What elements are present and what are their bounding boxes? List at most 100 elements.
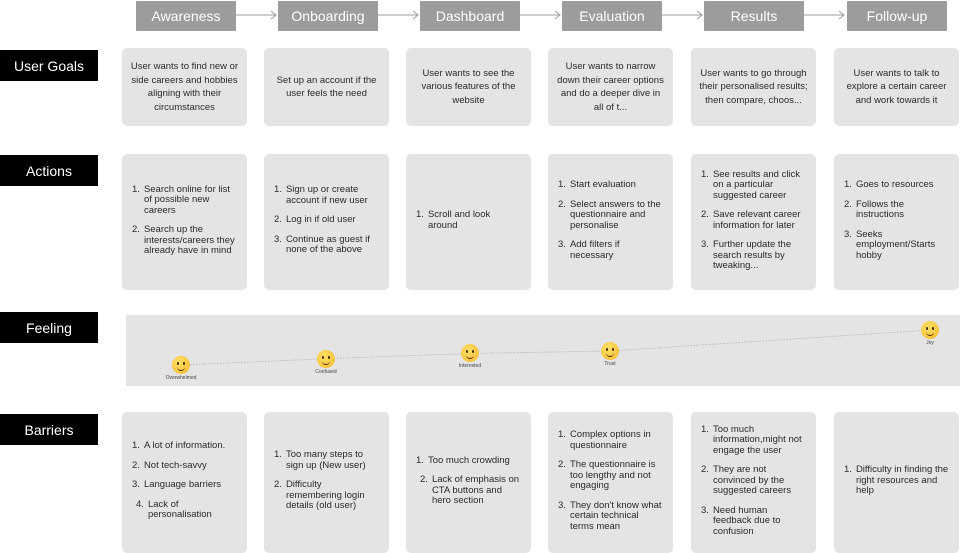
item-number: 1. xyxy=(416,209,424,220)
actions-card-awareness: 1.Search online for list of possible new… xyxy=(122,154,247,290)
barriers-card-follow-up: 1.Difficulty in finding the right resour… xyxy=(834,412,959,553)
item-text: Language barriers xyxy=(143,479,222,491)
item-text: Search up the interests/careers they alr… xyxy=(143,224,235,256)
barriers-card-awareness: 1.A lot of information. 2.Not tech-savvy… xyxy=(122,412,247,553)
barriers-card-evaluation: 1.Complex options in questionnaire 2.The… xyxy=(548,412,673,553)
item-text: Add filters if necessary xyxy=(569,239,620,261)
feeling-trend-line xyxy=(180,329,931,366)
stage-results: Results xyxy=(704,1,804,31)
item-text: Save relevant career information for lat… xyxy=(712,209,801,231)
item-text: Select answers to the questionnaire and … xyxy=(569,198,661,231)
barrier-item: 1.Too much information,might not engage … xyxy=(701,423,806,457)
action-item: 1.Search online for list of possible new… xyxy=(132,183,237,217)
confused-emoji-icon xyxy=(317,349,335,368)
item-text: Goes to resources xyxy=(855,179,934,190)
item-text: Not tech-savvy xyxy=(143,459,207,471)
action-item: 3.Seeks employment/Starts hobby xyxy=(844,228,949,262)
actions-card-dashboard: 1.Scroll and look around xyxy=(406,154,531,290)
barrier-item: 2.Lack of emphasis on CTA buttons and he… xyxy=(416,474,521,507)
overwhelmed-emoji-icon xyxy=(172,356,190,374)
item-text: Lack of personalisation xyxy=(147,498,212,521)
goal-card-follow-up: User wants to talk to explore a certain … xyxy=(834,48,959,126)
barriers-card-dashboard: 1.Too much crowding 2.Lack of emphasis o… xyxy=(406,412,531,553)
goal-card-onboarding: Set up an account if the user feels the … xyxy=(264,48,389,126)
goal-text: Set up an account if the user feels the … xyxy=(276,74,377,100)
barrier-item: 4.Lack of personalisation xyxy=(132,498,237,521)
item-number: 2. xyxy=(274,214,282,226)
item-text: Difficulty in finding the right resource… xyxy=(855,464,949,497)
action-item: 2.Save relevant career information for l… xyxy=(701,209,806,231)
stage-evaluation: Evaluation xyxy=(562,1,662,31)
arrow-right-icon xyxy=(234,10,277,20)
item-number: 2. xyxy=(701,209,709,220)
item-text: Lack of emphasis on CTA buttons and hero… xyxy=(431,474,520,506)
item-number: 1. xyxy=(132,183,140,195)
goal-card-results: User wants to go through their personali… xyxy=(691,48,816,126)
action-item: 1.Start evaluation xyxy=(558,179,663,191)
arrow-right-icon xyxy=(376,10,419,20)
item-text: Continue as guest if none of the above xyxy=(285,233,370,256)
arrow-right-icon xyxy=(660,10,703,20)
barrier-item: 3.Language barriers xyxy=(132,480,237,491)
arrow-right-icon xyxy=(518,10,561,20)
action-item: 2.Select answers to the questionnaire an… xyxy=(558,198,663,232)
action-item: 3.Add filters if necessary xyxy=(558,239,663,261)
item-text: Sign up or create account if new user xyxy=(285,184,368,206)
goal-card-evaluation: User wants to narrow down their career o… xyxy=(548,48,673,126)
barrier-item: 2.Difficulty remembering login details (… xyxy=(274,480,379,512)
item-number: 3. xyxy=(274,233,282,245)
item-text: Scroll and look around xyxy=(427,209,491,231)
item-text: Start evaluation xyxy=(569,179,636,190)
item-number: 2. xyxy=(558,198,566,210)
stage-dashboard: Dashboard xyxy=(420,1,520,31)
barrier-item: 3.They don't know what certain technical… xyxy=(558,500,663,533)
item-number: 2. xyxy=(274,479,282,491)
item-number: 2. xyxy=(420,474,428,485)
item-number: 1. xyxy=(274,449,282,461)
stage-awareness: Awareness xyxy=(136,1,236,31)
item-number: 3. xyxy=(132,479,140,491)
item-text: They are not convinced by the suggested … xyxy=(712,464,792,497)
feeling-label: Confused xyxy=(315,368,337,375)
smiling-glasses-emoji-icon xyxy=(601,342,619,360)
action-item: 1.Goes to resources xyxy=(844,179,949,191)
item-number: 2. xyxy=(844,198,852,210)
goal-card-awareness: User wants to find new or side careers a… xyxy=(122,48,247,126)
barrier-item: 1.Complex options in questionnaire xyxy=(558,429,663,451)
item-number: 2. xyxy=(558,459,566,470)
item-text: See results and click on a particular su… xyxy=(712,168,801,201)
action-item: 1.Sign up or create account if new user xyxy=(274,185,379,206)
item-text: Search online for list of possible new c… xyxy=(143,183,231,216)
barrier-item: 1.Too many steps to sign up (New user) xyxy=(274,450,379,471)
item-text: Need human feedback due to confusion xyxy=(712,504,781,537)
feeling-label: Joy xyxy=(926,340,934,346)
item-number: 3. xyxy=(558,239,566,250)
item-number: 3. xyxy=(701,239,709,250)
item-number: 1. xyxy=(132,440,140,452)
item-number: 1. xyxy=(274,184,282,196)
arrow-right-icon xyxy=(802,10,845,20)
feeling-label: Interested xyxy=(458,363,482,370)
action-item: 1.See results and click on a particular … xyxy=(701,168,806,202)
barrier-item: 2.Not tech-savvy xyxy=(132,459,237,472)
stage-onboarding: Onboarding xyxy=(278,1,378,31)
goal-text: User wants to narrow down their career o… xyxy=(557,61,664,113)
goal-card-dashboard: User wants to see the various features o… xyxy=(406,48,531,126)
item-text: Further update the search results by twe… xyxy=(712,239,792,271)
item-text: Too many steps to sign up (New user) xyxy=(285,449,366,471)
item-number: 1. xyxy=(701,423,709,435)
barrier-item: 3.Need human feedback due to confusion xyxy=(701,504,806,538)
actions-card-evaluation: 1.Start evaluation 2.Select answers to t… xyxy=(548,154,673,290)
party-emoji-icon xyxy=(921,321,939,339)
action-item: 1.Scroll and look around xyxy=(416,209,521,231)
item-number: 2. xyxy=(701,464,709,476)
item-number: 3. xyxy=(701,504,709,516)
actions-card-onboarding: 1.Sign up or create account if new user … xyxy=(264,154,389,290)
item-number: 3. xyxy=(844,228,852,240)
action-item: 3.Further update the search results by t… xyxy=(701,239,806,272)
item-number: 1. xyxy=(844,179,852,190)
item-number: 2. xyxy=(132,224,140,235)
barriers-card-results: 1.Too much information,might not engage … xyxy=(691,412,816,553)
actions-card-results: 1.See results and click on a particular … xyxy=(691,154,816,290)
